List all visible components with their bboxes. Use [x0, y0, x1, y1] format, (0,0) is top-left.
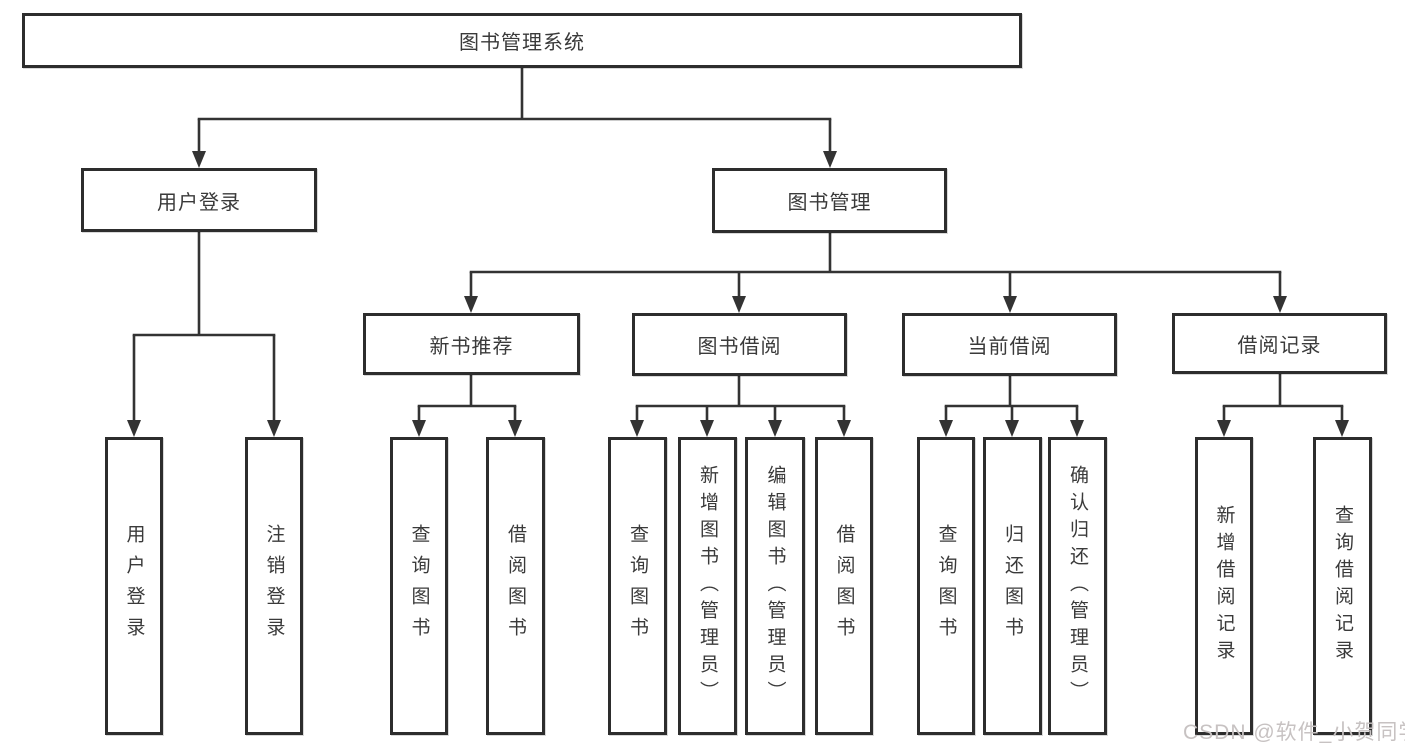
node-label-leaf-add-books-admin: 新增图书（管理员）: [697, 464, 718, 708]
node-new-book-recommend: 新书推荐: [363, 313, 580, 375]
node-leaf-query-books-current: 查询图书: [917, 437, 975, 735]
watermark-text: CSDN @软件_小贺同学: [1183, 721, 1405, 744]
node-label-leaf-confirm-return-admin: 确认归还（管理员）: [1067, 464, 1088, 708]
node-root-system: 图书管理系统: [22, 13, 1022, 68]
arrowhead-icon: [837, 420, 851, 437]
arrowhead-icon: [732, 296, 746, 313]
arrowhead-icon: [630, 420, 644, 437]
node-label-leaf-add-borrow-record: 新增借阅记录: [1213, 505, 1235, 667]
arrowhead-icon: [1217, 420, 1231, 437]
node-label-user-login-branch: 用户登录: [157, 191, 241, 214]
node-label-borrowing-records: 借阅记录: [1237, 335, 1322, 357]
arrowhead-icon: [508, 420, 522, 437]
node-leaf-query-borrow-record: 查询借阅记录: [1313, 437, 1372, 735]
node-user-login-branch: 用户登录: [81, 168, 317, 232]
arrowhead-icon: [1003, 296, 1017, 313]
node-leaf-return-books: 归还图书: [983, 437, 1042, 735]
node-leaf-query-books-recommend: 查询图书: [390, 437, 448, 735]
node-label-new-book-recommend: 新书推荐: [429, 335, 514, 358]
node-label-leaf-query-borrow-record: 查询借阅记录: [1332, 505, 1353, 667]
node-label-leaf-return-books: 归还图书: [1002, 524, 1023, 648]
node-leaf-add-books-admin: 新增图书（管理员）: [678, 437, 737, 735]
node-leaf-add-borrow-record: 新增借阅记录: [1195, 437, 1253, 735]
node-label-book-borrowing: 图书借阅: [697, 336, 782, 358]
arrowhead-icon: [267, 420, 281, 437]
node-label-leaf-borrow-books-recommend: 借阅图书: [505, 524, 526, 648]
arrowhead-icon: [768, 420, 782, 437]
arrowhead-icon: [700, 420, 714, 437]
arrowhead-icon: [1335, 420, 1349, 437]
node-label-leaf-borrow-books-borrow: 借阅图书: [833, 524, 855, 648]
arrowhead-icon: [464, 296, 478, 313]
node-leaf-user-login: 用户登录: [105, 437, 163, 735]
node-borrowing-records: 借阅记录: [1172, 313, 1387, 374]
node-label-leaf-edit-books-admin: 编辑图书（管理员）: [764, 464, 786, 708]
arrowhead-icon: [127, 420, 141, 437]
node-leaf-confirm-return-admin: 确认归还（管理员）: [1048, 437, 1107, 735]
node-book-borrowing: 图书借阅: [632, 313, 847, 376]
node-current-borrowing: 当前借阅: [902, 313, 1117, 376]
arrowhead-icon: [939, 420, 953, 437]
node-label-root-system: 图书管理系统: [459, 32, 585, 54]
arrowhead-icon: [1070, 420, 1084, 437]
node-label-leaf-query-books-current: 查询图书: [935, 524, 957, 648]
node-leaf-borrow-books-borrow: 借阅图书: [815, 437, 873, 735]
node-leaf-logout: 注销登录: [245, 437, 303, 735]
node-leaf-borrow-books-recommend: 借阅图书: [486, 437, 545, 735]
arrowhead-icon: [412, 420, 426, 437]
node-label-book-management-branch: 图书管理: [787, 192, 872, 214]
arrowhead-icon: [823, 151, 837, 168]
node-label-leaf-query-books-recommend: 查询图书: [408, 524, 430, 648]
arrowhead-icon: [192, 151, 206, 168]
node-label-leaf-logout: 注销登录: [263, 524, 285, 648]
arrowhead-icon: [1273, 296, 1287, 313]
arrowhead-icon: [1005, 420, 1019, 437]
node-label-current-borrowing: 当前借阅: [967, 336, 1052, 358]
node-label-leaf-user-login: 用户登录: [123, 524, 145, 648]
node-leaf-query-books-borrow: 查询图书: [608, 437, 667, 735]
node-book-management-branch: 图书管理: [712, 168, 947, 233]
node-leaf-edit-books-admin: 编辑图书（管理员）: [745, 437, 805, 735]
node-label-leaf-query-books-borrow: 查询图书: [627, 524, 648, 648]
